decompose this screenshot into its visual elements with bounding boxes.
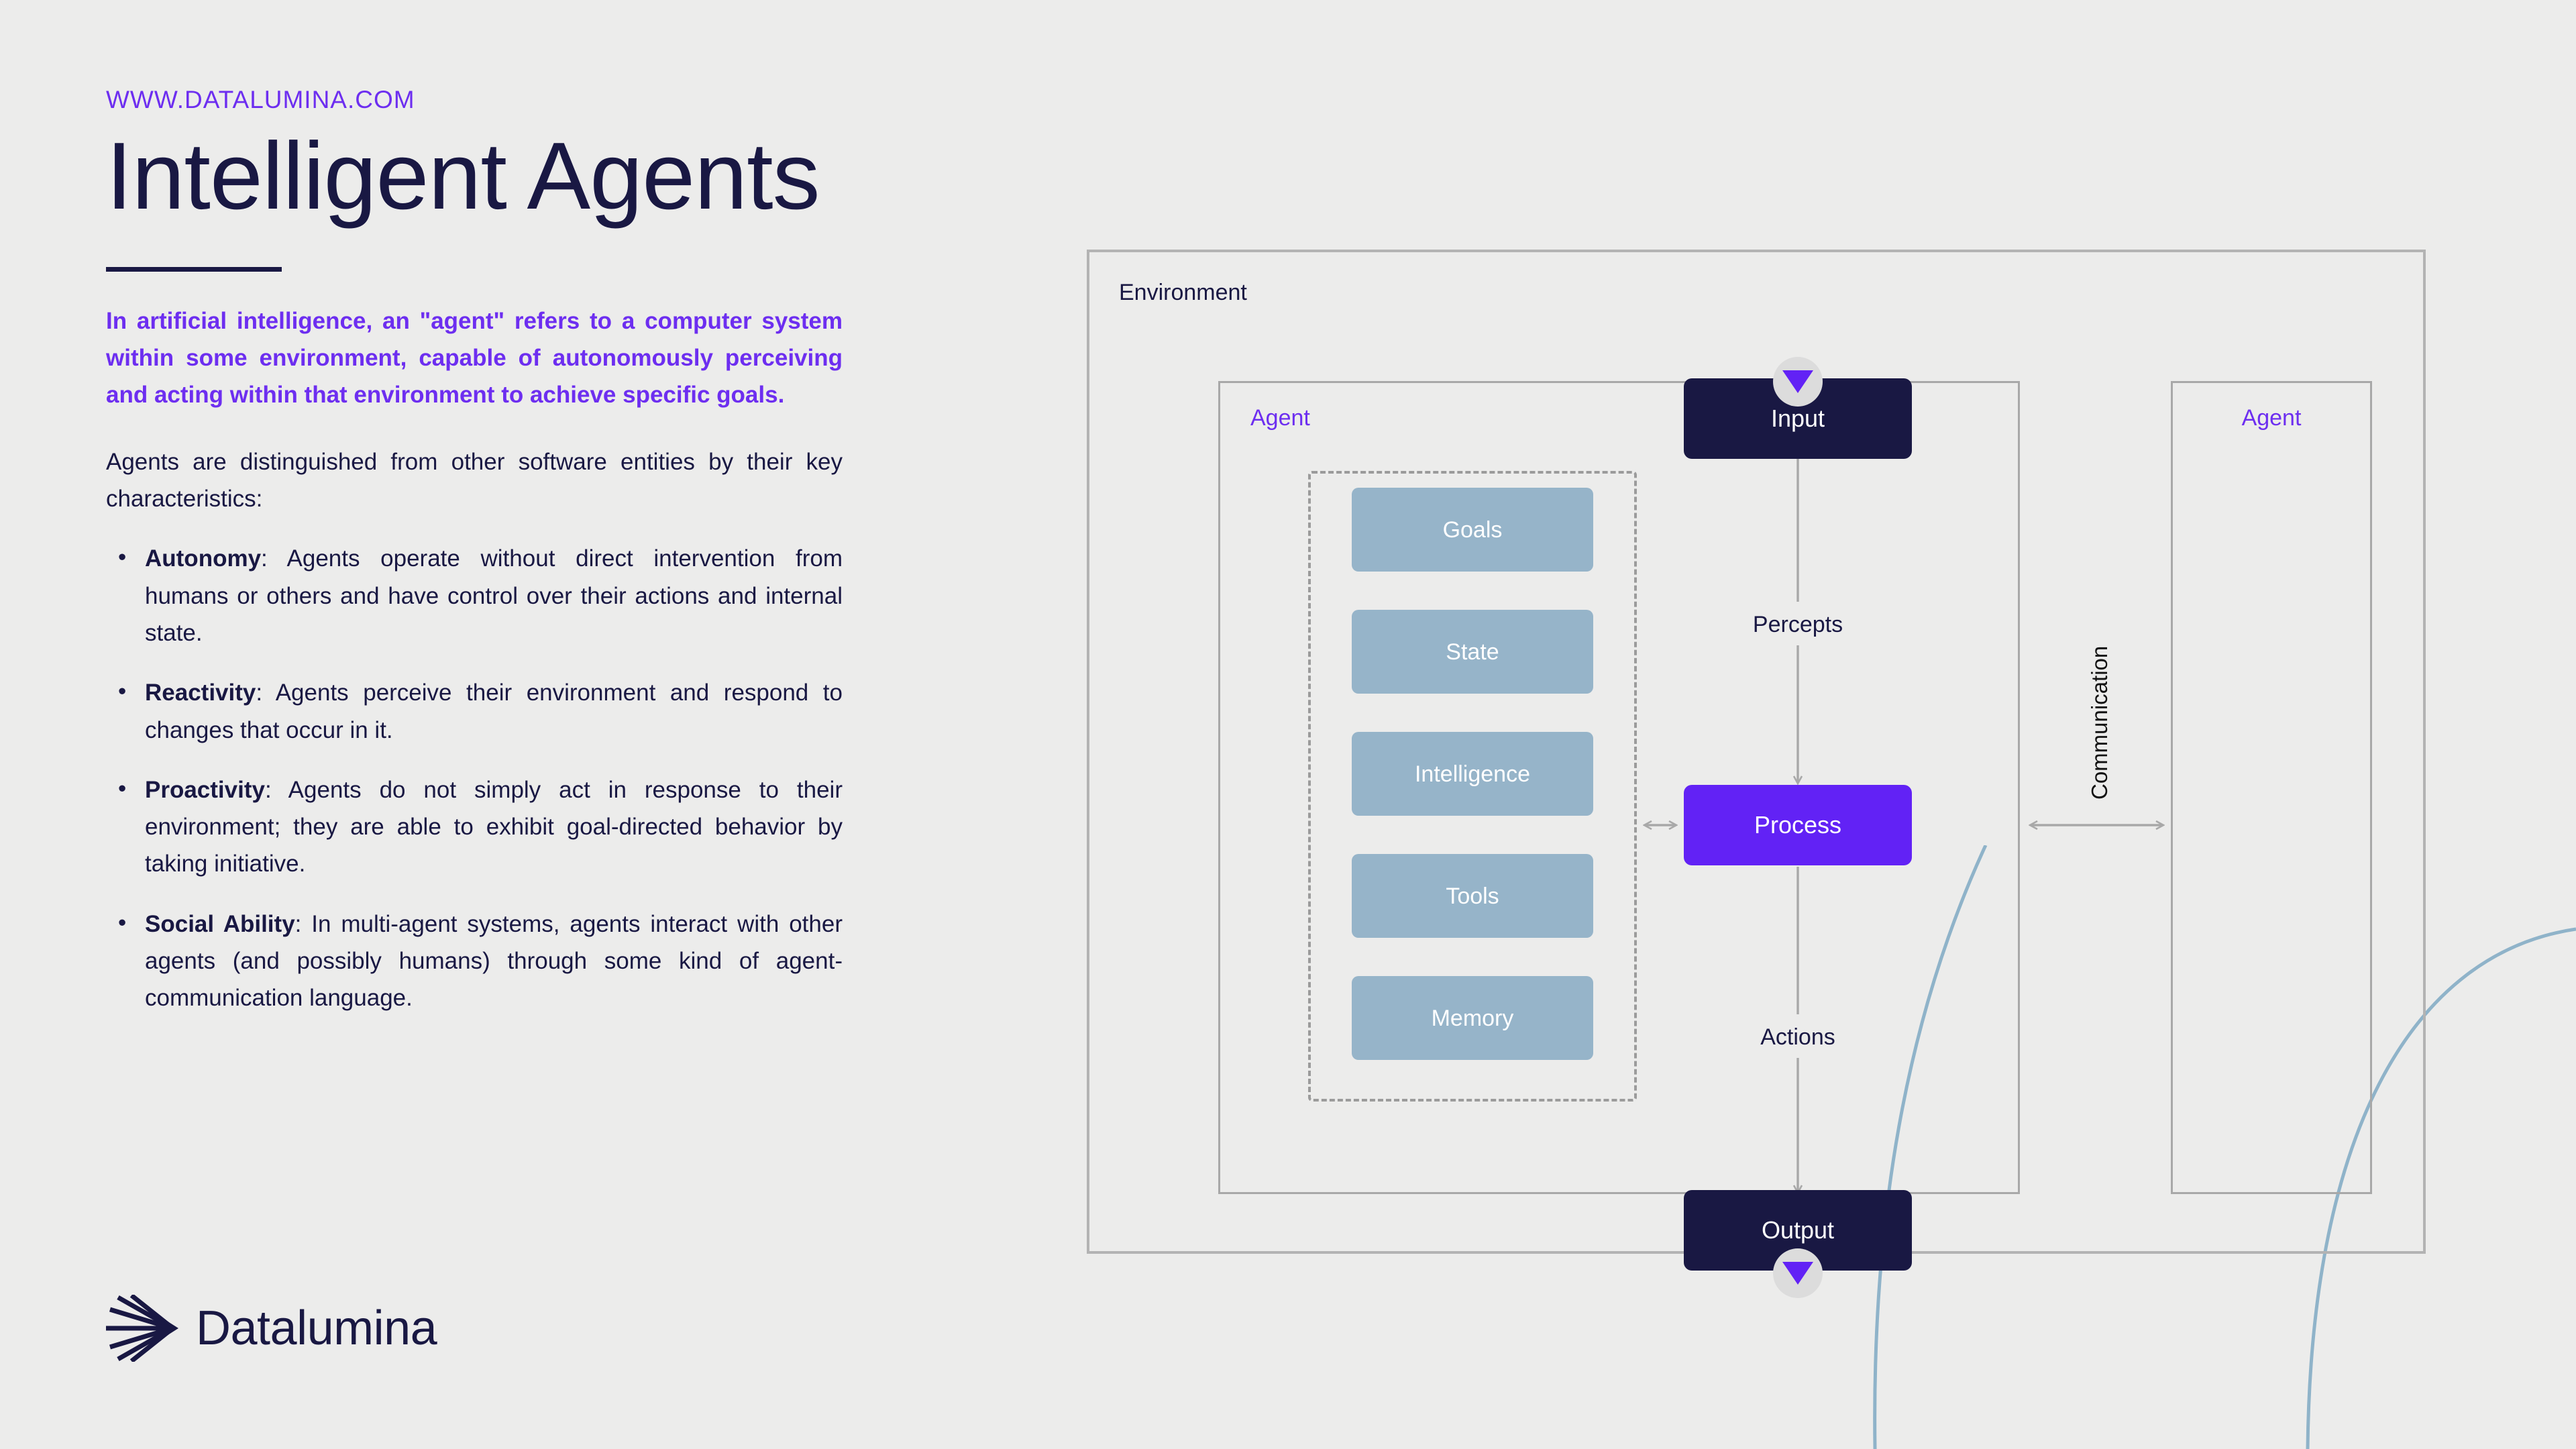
capability-box-tools[interactable]: Tools: [1352, 854, 1593, 938]
triangle-down-icon: [1782, 370, 1813, 393]
agent-capabilities-group: [1308, 471, 1637, 1102]
output-marker-bubble: [1773, 1248, 1823, 1298]
capability-box-intelligence[interactable]: Intelligence: [1352, 732, 1593, 816]
flow-label-actions: Actions: [1760, 1024, 1835, 1050]
flow-label-percepts: Percepts: [1752, 612, 1843, 637]
list-item-term: Proactivity: [145, 776, 265, 803]
second-agent-label: Agent: [2241, 405, 2302, 431]
flow-label-communication: Communication: [2087, 645, 2112, 800]
list-item-text: : In multi-agent systems, agents interac…: [145, 910, 843, 1012]
intro-paragraph: Agents are distinguished from other soft…: [106, 448, 843, 513]
second-agent-boundary-box: [2171, 381, 2372, 1194]
list-item: Proactivity: Agents do not simply act in…: [106, 770, 843, 883]
node-process[interactable]: Process: [1684, 785, 1912, 865]
list-item-text: : Agents perceive their environment and …: [145, 680, 843, 743]
logo-wordmark: Datalumina: [196, 1301, 437, 1355]
brand-logo[interactable]: Datalumina: [106, 1295, 437, 1362]
list-item-term: Reactivity: [145, 680, 256, 706]
triangle-down-icon: [1782, 1262, 1813, 1285]
list-item-text: : Agents operate without direct interven…: [145, 545, 843, 646]
intelligent-agent-diagram: Environment Agent Agent Goals State Inte…: [1087, 250, 2428, 1298]
capability-box-memory[interactable]: Memory: [1352, 976, 1593, 1060]
node-input[interactable]: Input: [1684, 378, 1912, 459]
list-item: Social Ability: In multi-agent systems, …: [106, 904, 843, 1017]
capability-box-goals[interactable]: Goals: [1352, 488, 1593, 572]
lead-definition-paragraph: In artificial intelligence, an "agent" r…: [106, 307, 843, 409]
characteristics-list: Autonomy: Agents operate without direct …: [106, 539, 843, 1017]
list-item-term: Social Ability: [145, 910, 295, 937]
website-eyebrow-link[interactable]: WWW.DATALUMINA.COM: [106, 86, 415, 113]
capability-box-state[interactable]: State: [1352, 610, 1593, 694]
diagram-connectors: [1087, 459, 2428, 1256]
input-marker-bubble: [1773, 357, 1823, 407]
list-item-text: : Agents do not simply act in response t…: [145, 776, 843, 877]
page-title: Intelligent Agents: [106, 123, 820, 229]
title-divider-rule: [106, 266, 282, 272]
agent-label: Agent: [1250, 405, 1310, 431]
datalumina-rays-icon: [106, 1295, 178, 1362]
environment-label: Environment: [1119, 280, 1247, 305]
list-item: Reactivity: Agents perceive their enviro…: [106, 673, 843, 749]
list-item-term: Autonomy: [145, 545, 262, 572]
list-item: Autonomy: Agents operate without direct …: [106, 539, 843, 651]
left-content-column: WWW.DATALUMINA.COM Intelligent Agents In…: [106, 87, 851, 1040]
agent-boundary-box: [1218, 381, 2020, 1194]
